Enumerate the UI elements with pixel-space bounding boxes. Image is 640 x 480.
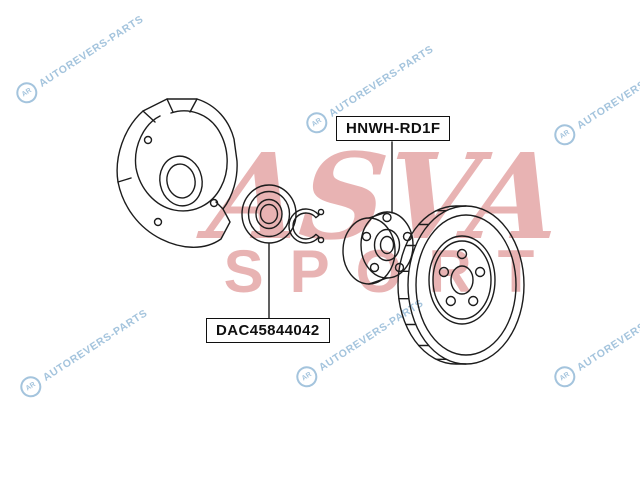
leader-lines [268,141,393,319]
wheel-hub-part [342,211,414,285]
brake-disc-part [397,205,525,365]
part-number-bearing[interactable]: DAC45844042 [206,318,330,343]
wheel-bearing-part [241,184,297,244]
snap-ring-part [288,208,325,244]
dust-shield-part [116,98,238,248]
part-number-hub[interactable]: HNWH-RD1F [336,116,451,141]
